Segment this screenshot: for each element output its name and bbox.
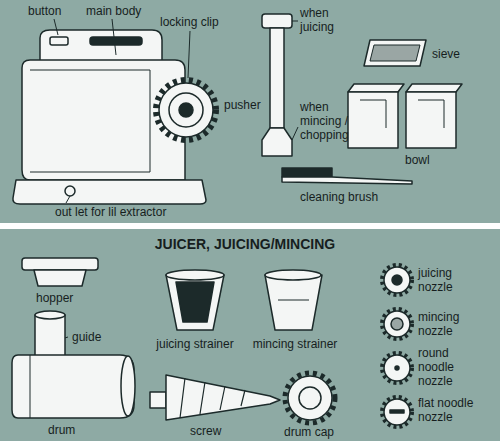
drum-cap-drawing	[285, 373, 335, 423]
drum-cap-drawing	[288, 376, 332, 420]
part-label: locking clip	[160, 15, 240, 29]
brush-drawing	[282, 168, 412, 184]
part-label: main body	[86, 4, 158, 18]
part-label: flat noodle nozzle	[418, 396, 478, 424]
hopper-drawing	[22, 258, 98, 286]
nozzle-drawings	[384, 355, 410, 381]
drum-cap-drawing	[299, 387, 321, 409]
drum-drawing	[30, 355, 31, 418]
nozzle-drawings	[395, 366, 399, 370]
nozzle-drawings	[382, 353, 412, 383]
main-body-drawing	[156, 80, 216, 140]
part-label: juicing nozzle	[418, 266, 478, 294]
part-label: button	[28, 4, 78, 18]
main-body-drawing	[169, 93, 203, 127]
part-label: screw	[190, 424, 240, 438]
nozzle-drawings	[392, 275, 402, 285]
main-body-drawing	[30, 70, 150, 172]
mincing-strainer-drawing	[265, 270, 322, 330]
part-label: guide	[72, 330, 122, 344]
drum-drawing	[12, 311, 135, 418]
nozzle-drawings	[382, 309, 412, 339]
part-label: drum cap	[284, 425, 344, 439]
bowl-drawing	[348, 92, 398, 148]
sieve-drawing	[364, 40, 426, 66]
part-label: mincing nozzle	[418, 310, 478, 338]
mincing-strainer-drawing	[278, 300, 309, 301]
nozzle-drawings	[384, 399, 410, 425]
main-body-drawing	[50, 37, 68, 45]
bowl-drawing	[348, 84, 462, 148]
sieve-drawing	[364, 40, 426, 66]
part-label: hopper	[36, 291, 96, 305]
nozzle-drawings	[390, 410, 404, 413]
diagram-title: JUICER, JUICING/MINCING	[120, 236, 370, 252]
screw-drawing	[150, 375, 280, 420]
pusher-drawing	[270, 28, 284, 128]
nozzle-drawings	[382, 265, 412, 295]
main-body-drawing	[90, 37, 142, 45]
brush-drawing	[282, 177, 412, 184]
juicing-strainer-drawing	[166, 270, 224, 330]
bowl-drawing	[406, 92, 456, 148]
main-body-drawing	[159, 83, 213, 137]
screw-drawing	[150, 392, 166, 408]
part-label: juicing strainer	[145, 337, 245, 351]
part-label: when mincing / chopping	[300, 100, 358, 142]
main-body-drawing	[13, 180, 206, 204]
hopper-drawing	[34, 270, 86, 286]
drum-drawing	[12, 355, 134, 418]
mincing-strainer-drawing	[265, 270, 321, 280]
part-label: bowl	[405, 153, 445, 167]
nozzle-drawings	[382, 265, 412, 427]
juicing-strainer-drawing	[176, 282, 214, 322]
drum-drawing	[35, 311, 65, 319]
screw-drawing	[180, 378, 245, 418]
leader-lines	[292, 21, 298, 22]
drum-drawing	[35, 315, 65, 360]
main-body-drawing	[179, 103, 193, 117]
pusher-drawing	[262, 14, 292, 156]
part-label: sieve	[432, 47, 482, 61]
juicing-strainer-drawing	[166, 275, 224, 330]
nozzle-drawings	[391, 318, 403, 330]
bowl-drawing	[348, 84, 404, 92]
drum-drawing	[121, 356, 135, 416]
brush-drawing	[282, 168, 332, 177]
leader-lines	[52, 19, 298, 342]
pusher-drawing	[262, 14, 292, 28]
main-body-drawing	[65, 186, 75, 196]
nozzle-drawings	[384, 311, 410, 337]
screw-drawing	[166, 375, 280, 420]
part-label: out let for lil extractor	[55, 205, 235, 219]
main-body-drawing	[13, 30, 216, 204]
part-label: mincing strainer	[245, 337, 345, 351]
nozzle-drawings	[382, 397, 412, 427]
bowl-drawing	[418, 100, 444, 128]
leader-lines	[188, 31, 190, 78]
leader-lines	[292, 127, 298, 140]
bowl-drawing	[360, 100, 386, 128]
pusher-drawing	[262, 128, 292, 156]
juicing-strainer-drawing	[166, 270, 224, 280]
part-label: round noodle nozzle	[418, 346, 478, 388]
drum-cap-drawing	[285, 373, 335, 423]
part-label: cleaning brush	[300, 190, 410, 204]
leader-lines	[112, 19, 116, 55]
bowl-drawing	[406, 84, 462, 92]
part-label: when juicing	[300, 6, 350, 34]
leader-lines	[66, 196, 70, 203]
part-label: pusher	[224, 98, 268, 112]
leader-lines	[54, 19, 58, 35]
mincing-strainer-drawing	[265, 275, 322, 330]
nozzle-drawings	[384, 267, 410, 293]
part-label: drum	[48, 423, 98, 437]
hopper-drawing	[22, 258, 98, 270]
sieve-drawing	[370, 45, 420, 61]
divider-band	[0, 223, 500, 229]
